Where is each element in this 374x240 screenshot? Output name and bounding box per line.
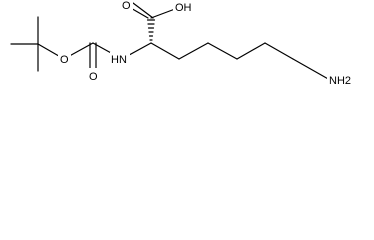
hydroxyl-label: OH: [175, 2, 192, 14]
bond-acid-to-hydroxyl: [150, 8, 176, 19]
tert-butyl-group: [10, 16, 65, 72]
terminal-amine-label: NH2: [329, 75, 351, 87]
bond-chain-4: [236, 42, 266, 60]
stereo-hashed-wedge: [146, 19, 156, 41]
ester-oxygen-label: O: [60, 54, 69, 66]
bond-acid-double-b: [132, 2, 154, 19]
carbonyl-oxygen-label: O: [89, 71, 98, 83]
amide-nitrogen-label: HN: [111, 54, 127, 66]
carbonyl-acid-oxygen-label: O: [122, 0, 131, 12]
bond-chain-1: [150, 42, 180, 60]
lysine-backbone: [121, 42, 331, 81]
bond-chain-to-amine: [292, 58, 331, 81]
bond-chain-5: [264, 42, 294, 60]
carboxylic-acid: [128, 2, 176, 19]
boc-lysine-structure: O O HN O OH NH2: [10, 0, 363, 88]
bond-chain-2: [178, 42, 209, 60]
bond-chain-3: [207, 42, 238, 60]
